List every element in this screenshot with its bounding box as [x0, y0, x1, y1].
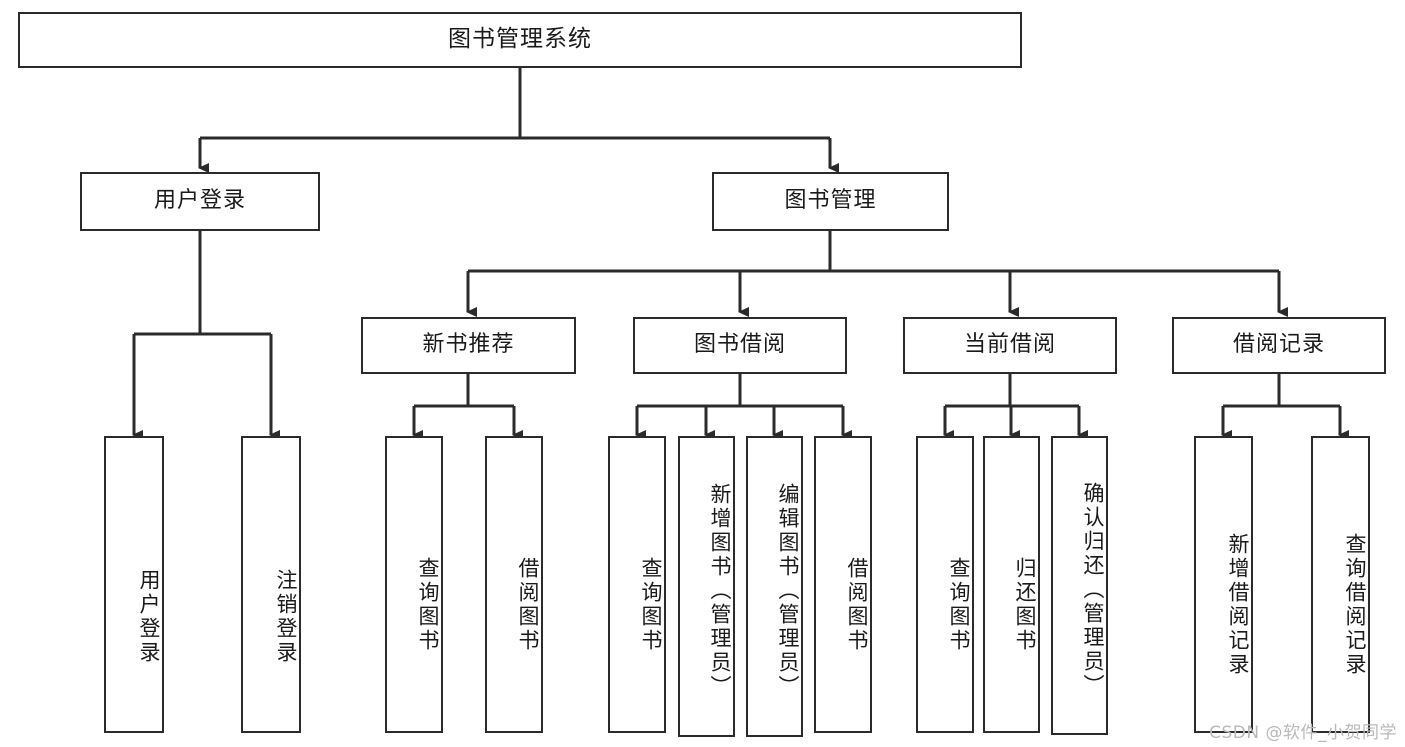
- node-label: 用户登录: [137, 568, 161, 665]
- node-borrow-record[interactable]: 借阅记录: [1172, 317, 1386, 374]
- node-label: 新书推荐: [422, 332, 515, 358]
- node-leaf-logout-login[interactable]: 注销登录: [241, 436, 301, 733]
- csdn-watermark: CSDN @软件_小贺同学: [1209, 723, 1397, 743]
- node-leaf-edit-book[interactable]: 编辑图书（管理员）: [746, 436, 803, 737]
- node-leaf-add-book[interactable]: 新增图书（管理员）: [678, 436, 735, 737]
- node-leaf-query-book-3[interactable]: 查询图书: [916, 436, 974, 733]
- node-current-borrow[interactable]: 当前借阅: [903, 317, 1117, 374]
- node-leaf-query-book-2[interactable]: 查询图书: [608, 436, 666, 733]
- node-root-system[interactable]: 图书管理系统: [18, 12, 1022, 68]
- node-label: 编辑图书（管理员）: [776, 482, 800, 699]
- node-book-borrow[interactable]: 图书借阅: [633, 317, 847, 374]
- node-leaf-user-login[interactable]: 用户登录: [104, 436, 164, 733]
- node-label: 图书管理: [784, 188, 877, 214]
- node-label: 借阅记录: [1232, 332, 1325, 358]
- node-label: 用户登录: [153, 188, 246, 214]
- node-leaf-confirm-return[interactable]: 确认归还（管理员）: [1051, 436, 1108, 735]
- node-label: 确认归还（管理员）: [1081, 481, 1105, 698]
- node-book-manage[interactable]: 图书管理: [712, 172, 949, 231]
- node-label: 当前借阅: [963, 332, 1056, 358]
- node-label: 注销登录: [274, 568, 298, 665]
- node-user-login[interactable]: 用户登录: [80, 172, 320, 231]
- node-label: 查询图书: [947, 556, 971, 653]
- node-leaf-return-book[interactable]: 归还图书: [983, 436, 1040, 733]
- node-leaf-borrow-book-1[interactable]: 借阅图书: [485, 436, 543, 733]
- node-label: 新增图书（管理员）: [708, 482, 732, 699]
- node-label: 图书管理系统: [448, 26, 592, 53]
- node-new-book-recommend[interactable]: 新书推荐: [361, 317, 576, 374]
- node-leaf-borrow-book-2[interactable]: 借阅图书: [814, 436, 872, 733]
- node-label: 查询图书: [639, 556, 663, 653]
- node-label: 归还图书: [1013, 556, 1037, 653]
- node-label: 图书借阅: [693, 332, 786, 358]
- node-label: 查询借阅记录: [1343, 532, 1367, 677]
- node-label: 借阅图书: [845, 556, 869, 653]
- node-label: 新增借阅记录: [1226, 532, 1250, 677]
- node-label: 借阅图书: [516, 556, 540, 653]
- node-leaf-query-book-1[interactable]: 查询图书: [385, 436, 443, 733]
- node-label: 查询图书: [416, 556, 440, 653]
- node-leaf-add-record[interactable]: 新增借阅记录: [1194, 436, 1253, 733]
- node-leaf-query-record[interactable]: 查询借阅记录: [1311, 436, 1370, 733]
